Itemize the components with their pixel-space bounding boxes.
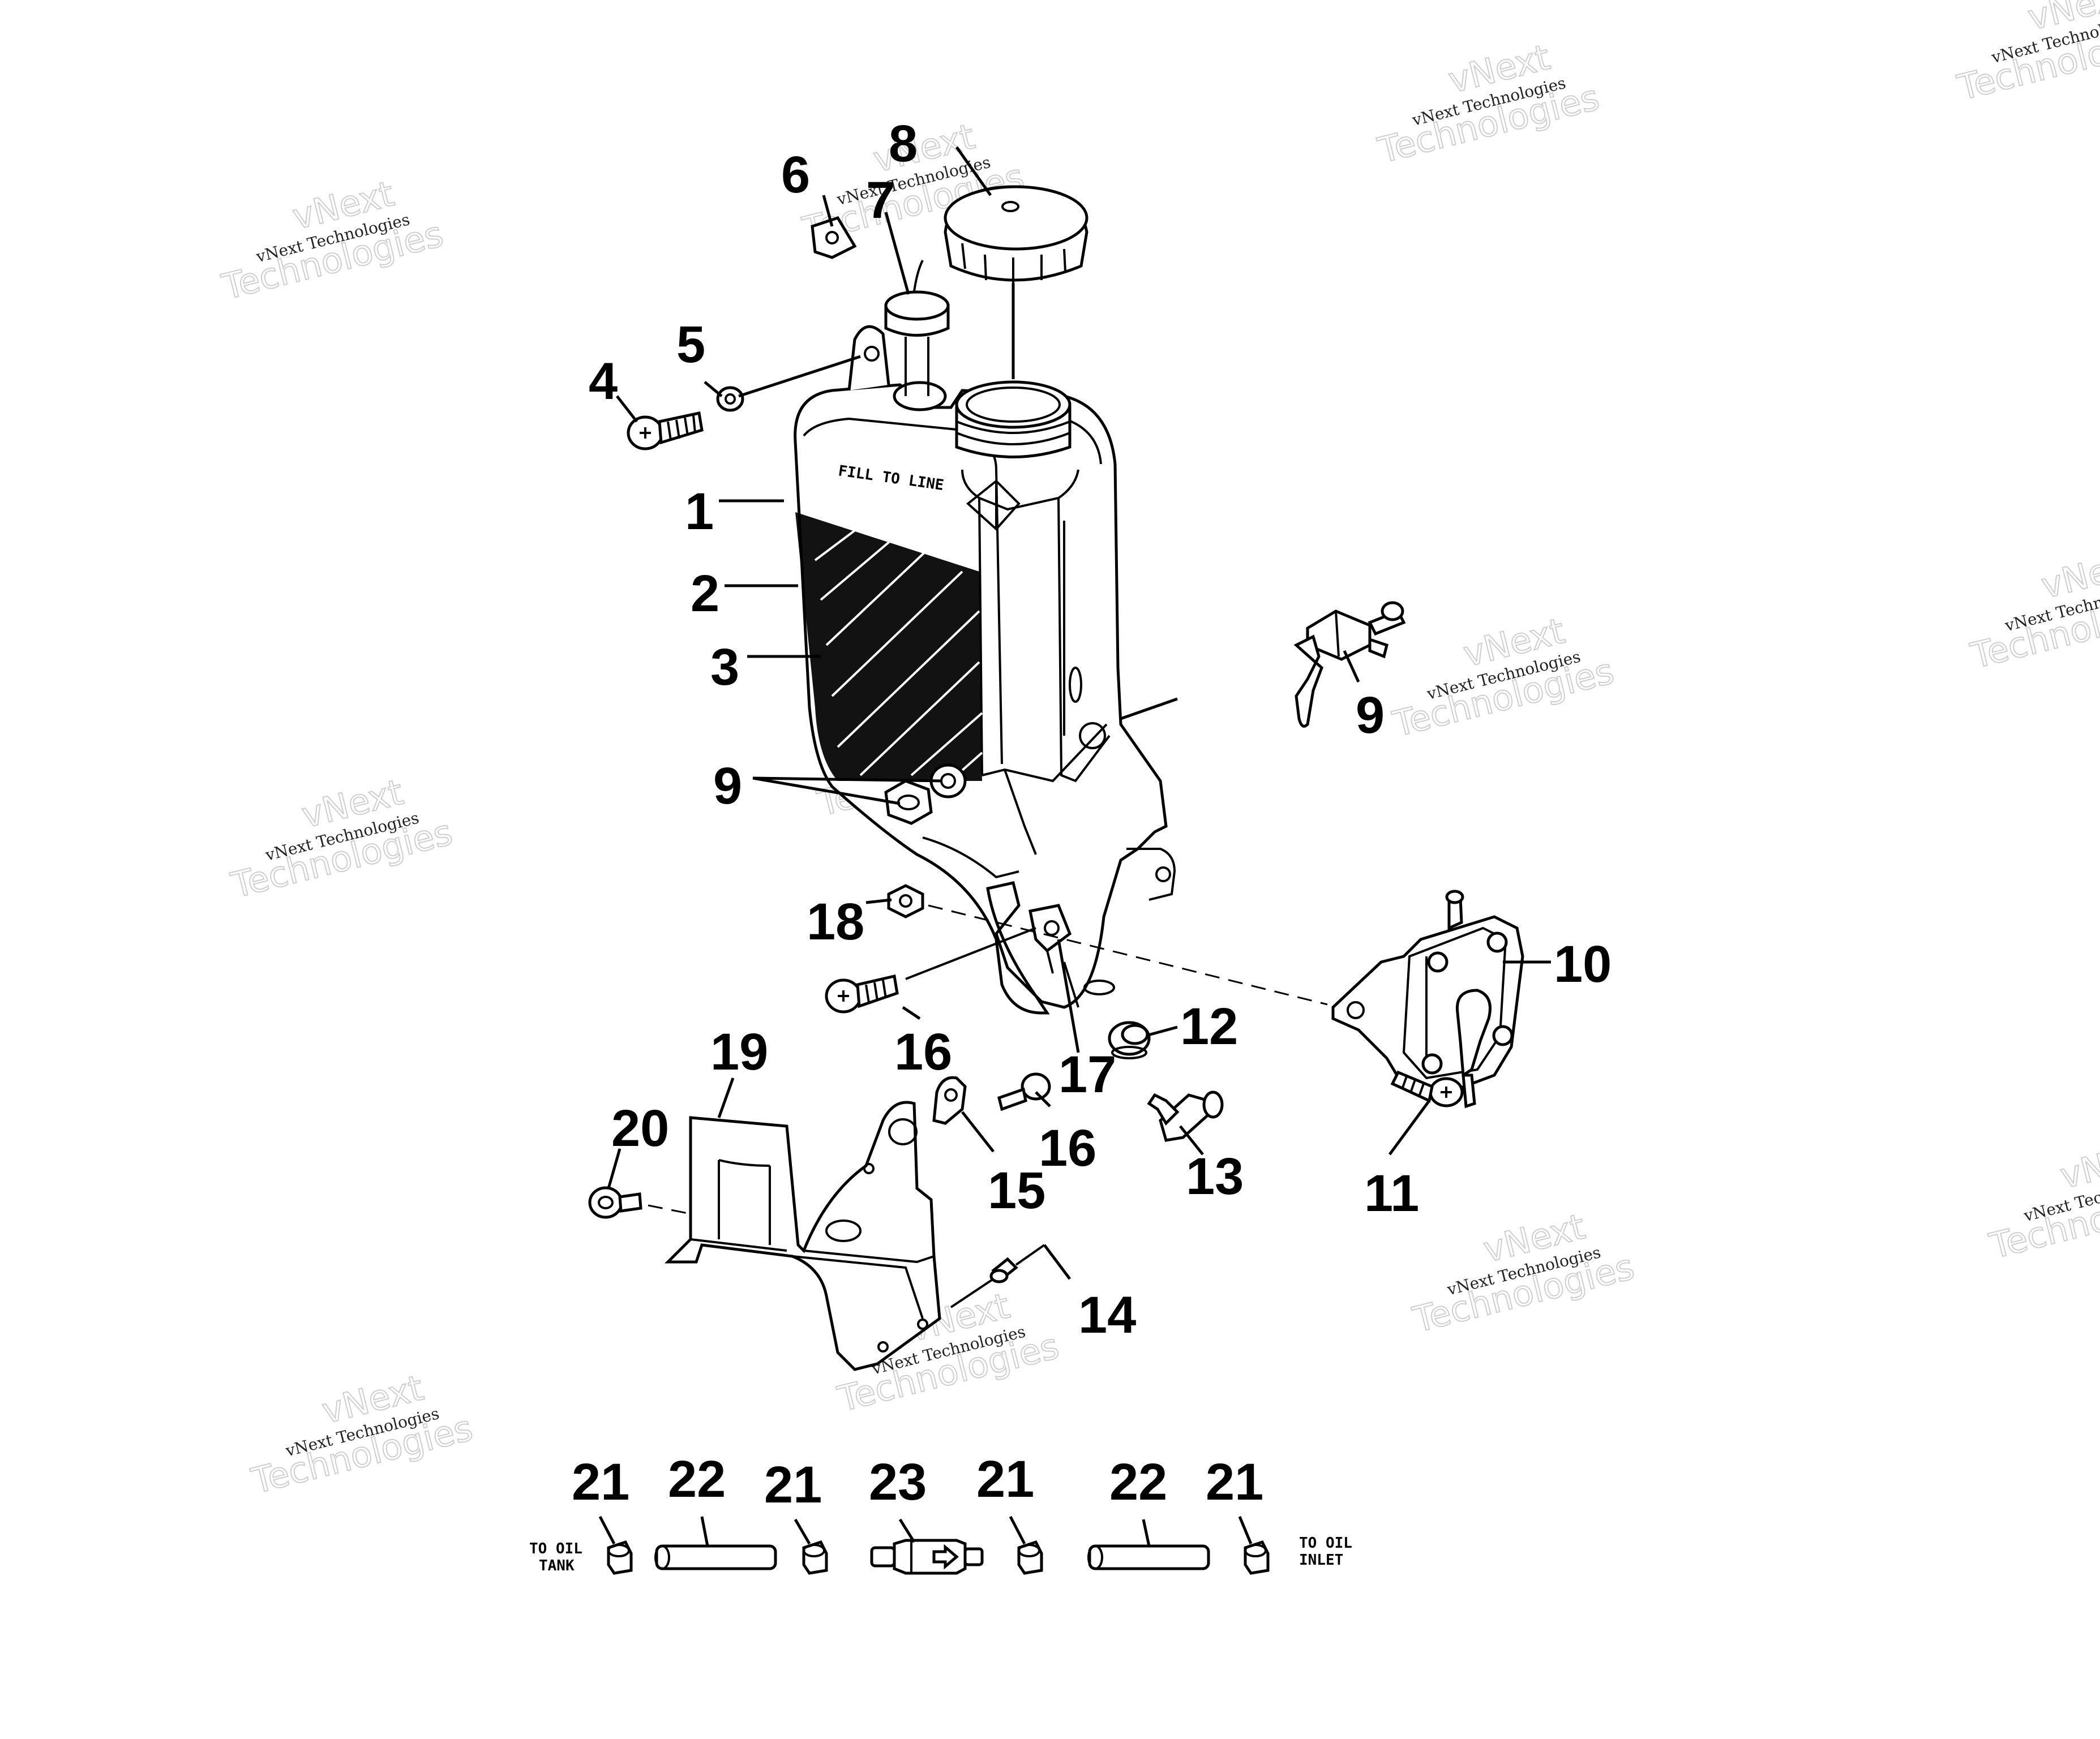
callout-9-tank: 9 [713, 757, 742, 815]
callout-8: 8 [889, 115, 918, 173]
callout-21-a: 21 [572, 1453, 629, 1511]
bracket-19 [664, 1101, 941, 1371]
callout-21-b: 21 [764, 1456, 822, 1514]
to-oil-tank-label: TO OIL [529, 1540, 582, 1557]
elbow-fitting-13 [1147, 1090, 1224, 1142]
to-oil-inlet-label: INLET [1299, 1552, 1343, 1569]
callout-12: 12 [1180, 998, 1238, 1055]
hose-assembly: TO OIL TANK TO OIL INLET [529, 1535, 1352, 1575]
screw-11 [1390, 1070, 1464, 1107]
dipstick [884, 260, 950, 396]
callout-20: 20 [611, 1100, 669, 1157]
callout-2: 2 [691, 565, 719, 622]
shutoff-valve [1293, 601, 1406, 728]
callout-22-b: 22 [1109, 1453, 1167, 1511]
to-oil-inlet-label: TO OIL [1299, 1535, 1352, 1552]
callout-22-a: 22 [668, 1450, 726, 1508]
hose-clamp [1017, 1540, 1043, 1575]
watermark: vNext vNext Technologies Technologies [1408, 1205, 1639, 1341]
filler-neck [955, 380, 1072, 458]
watermark: vNext vNext Technologies Technologies [1985, 1131, 2100, 1268]
leader-lines [598, 146, 1551, 1547]
callout-9-valve: 9 [1356, 686, 1385, 744]
svg-text:vNext: vNext [2056, 1132, 2100, 1197]
callout-23: 23 [869, 1453, 927, 1511]
callout-1: 1 [685, 483, 714, 540]
callout-16-right: 16 [1039, 1119, 1096, 1177]
callout-labels: 1 2 3 4 5 6 7 8 9 9 10 11 12 13 14 15 16… [572, 115, 1612, 1514]
rivet-14 [989, 1257, 1018, 1283]
callout-16-left: 16 [894, 1023, 952, 1081]
clamp-15 [932, 1076, 967, 1125]
inline-filter [870, 1539, 984, 1575]
nut-18 [887, 884, 924, 918]
callout-21-d: 21 [1206, 1453, 1263, 1511]
oil-pump [1331, 890, 1524, 1109]
watermark: vNext vNext Technologies Technologies [1953, 0, 2100, 109]
watermark: vNext vNext Technologies Technologies [1388, 609, 1618, 746]
screw-16-small [997, 1072, 1051, 1111]
screw-20 [588, 1186, 642, 1219]
callout-10: 10 [1554, 935, 1612, 993]
nut-plate [811, 216, 857, 259]
watermark: vNext vNext Technologies Technologies [217, 172, 448, 308]
watermark: vNext vNext Technologies Technologies [226, 771, 457, 907]
watermark: vNext vNext Technologies Technologies [1966, 541, 2100, 677]
hose-section [654, 1544, 777, 1570]
callout-4: 4 [589, 353, 618, 410]
screw-16-left [825, 974, 899, 1014]
callout-17: 17 [1058, 1046, 1116, 1103]
callout-11: 11 [1364, 1165, 1419, 1222]
callout-7: 7 [866, 171, 895, 229]
hose-clamp [607, 1540, 633, 1575]
callout-14: 14 [1078, 1286, 1136, 1344]
hose-section [1087, 1544, 1210, 1570]
callout-18: 18 [807, 893, 864, 951]
assembly-dash-lines [648, 904, 1328, 1215]
washer-5 [716, 386, 744, 412]
callout-21-c: 21 [976, 1450, 1034, 1508]
watermark: vNext vNext Technologies Technologies [1373, 36, 1604, 172]
decal-hatching [814, 525, 983, 776]
hose-clamp [802, 1540, 828, 1575]
to-oil-tank-label: TANK [539, 1557, 575, 1574]
callout-6: 6 [781, 146, 810, 204]
watermark: vNext vNext Technologies Technologies [247, 1366, 477, 1502]
callout-13: 13 [1186, 1148, 1244, 1205]
callout-3: 3 [710, 638, 739, 696]
filler-cap [944, 185, 1088, 283]
oil-tank: FILL TO LINE [794, 325, 1176, 1015]
grommet-12 [1108, 1021, 1151, 1059]
callout-5: 5 [676, 316, 705, 373]
callout-19: 19 [710, 1023, 768, 1081]
callout-15: 15 [988, 1162, 1045, 1220]
hose-clamp [1244, 1540, 1270, 1575]
screw-4 [627, 411, 704, 450]
